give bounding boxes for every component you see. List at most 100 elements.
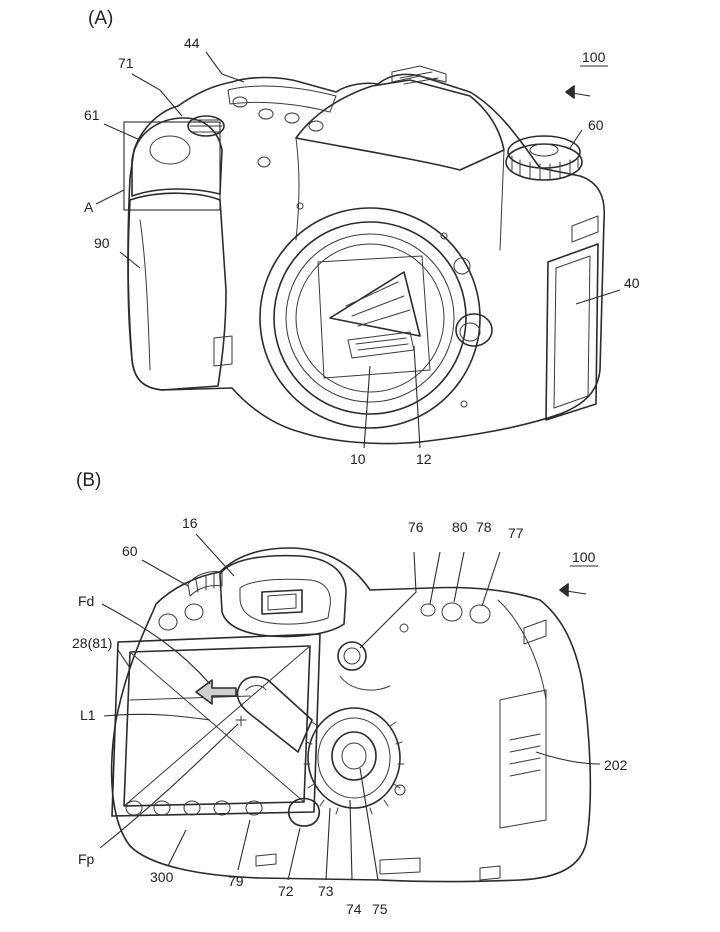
leader-71: [131, 73, 183, 117]
label-12: 12: [416, 451, 432, 467]
grip-switch: [213, 335, 233, 367]
label-44: 44: [184, 35, 200, 51]
grip-contour: [139, 219, 151, 371]
label-77: 77: [508, 525, 524, 541]
top-button-2: [258, 108, 274, 120]
bottom-button-row-79: [125, 800, 263, 816]
label-100-a: 100: [582, 49, 606, 65]
button-76: [337, 641, 367, 671]
arrow-100-b-head: [559, 583, 569, 597]
region-box-a: [123, 121, 221, 211]
finger: [236, 676, 313, 753]
mount-screw: [460, 400, 468, 408]
mirror-box: [317, 255, 431, 379]
small-screw: [399, 623, 409, 633]
leader-A: [95, 189, 125, 205]
card-door-ribs: [509, 733, 541, 777]
leader-60: [569, 129, 583, 149]
leader-79: [237, 819, 251, 871]
leader-61: [103, 123, 141, 141]
arrow-100-a-head: [565, 85, 575, 99]
side-panel-40: [545, 243, 599, 421]
side-panel-inner: [553, 255, 591, 409]
label-72: 72: [278, 883, 294, 899]
mirror-lower: [347, 331, 415, 359]
set-button-75: [331, 731, 377, 781]
leader-77: [481, 551, 501, 607]
leader-80: [429, 551, 441, 605]
leader-73: [325, 807, 331, 881]
leader-76: [359, 551, 417, 649]
label-75: 75: [372, 901, 388, 917]
label-fp: Fp: [78, 851, 95, 867]
panel-b-title: (B): [76, 470, 101, 491]
lcd-screen-28: [111, 633, 321, 817]
hot-shoe: [391, 65, 447, 83]
strap-lug-b: [523, 619, 547, 645]
leader-300: [167, 829, 187, 867]
label-71: 71: [118, 55, 134, 71]
button-77: [469, 604, 491, 624]
leader-75: [359, 767, 379, 881]
leader-60-b: [141, 559, 189, 587]
mirror-hatching: [345, 281, 411, 327]
label-L1: L1: [80, 707, 96, 723]
label-79: 79: [228, 873, 244, 889]
label-74: 74: [346, 901, 362, 917]
mode-dial-60-b-ridges: [195, 573, 215, 593]
leader-44: [205, 51, 245, 83]
button-80: [420, 603, 436, 617]
dial-ridges: [189, 119, 223, 133]
depth-preview-button: [453, 257, 471, 275]
mode-dial-60: [505, 135, 583, 181]
top-left-button-2: [184, 603, 204, 621]
label-80: 80: [452, 519, 468, 535]
side-strap-lug: [571, 215, 599, 243]
eyecup-16: [219, 554, 347, 638]
label-202: 202: [604, 757, 628, 773]
camera-body-outline-a: [127, 73, 606, 445]
button-76-inner: [343, 647, 361, 665]
button-78: [441, 602, 463, 622]
prism-housing: [295, 79, 505, 171]
leader-L1: [103, 713, 211, 721]
label-60-b: 60: [122, 543, 138, 559]
grip: [127, 192, 227, 391]
label-76: 76: [408, 519, 424, 535]
leader-12: [413, 345, 421, 449]
prism-sides: [295, 137, 505, 251]
mirror-10: [329, 271, 421, 337]
bottom-lug: [479, 865, 501, 881]
top-button-3: [284, 112, 300, 124]
top-left-button-1: [158, 613, 178, 631]
mount-screw: [296, 202, 304, 210]
label-300: 300: [150, 869, 174, 885]
lens-mount: [259, 202, 493, 429]
lcd-diagonals: [123, 645, 311, 807]
leader-72: [287, 827, 301, 881]
label-28: 28(81): [72, 635, 112, 651]
label-16: 16: [182, 515, 198, 531]
set-button-inner: [341, 742, 367, 770]
mount-screw: [440, 232, 448, 240]
lens-release-inner: [459, 322, 481, 342]
drag-arrow-fd: [195, 679, 237, 705]
mode-dial-60-b: [187, 571, 223, 597]
label-40: 40: [624, 275, 640, 291]
rear-dial-74: [317, 717, 391, 799]
leader-fp: [99, 723, 239, 849]
label-10: 10: [350, 451, 366, 467]
camera-body-outline-b: [110, 547, 592, 883]
lock-lever: [394, 784, 406, 796]
label-fd: Fd: [78, 593, 94, 609]
label-A: A: [84, 199, 94, 215]
label-60-a: 60: [588, 117, 604, 133]
card-slot-door-202: [499, 689, 547, 829]
panel-a-front-view: (A): [84, 8, 640, 467]
rear-dial: [303, 707, 405, 815]
touch-point-fp: [235, 715, 247, 727]
panel-a-title: (A): [88, 8, 113, 29]
bottom-tripod-mark: [255, 853, 277, 867]
label-73: 73: [318, 883, 334, 899]
